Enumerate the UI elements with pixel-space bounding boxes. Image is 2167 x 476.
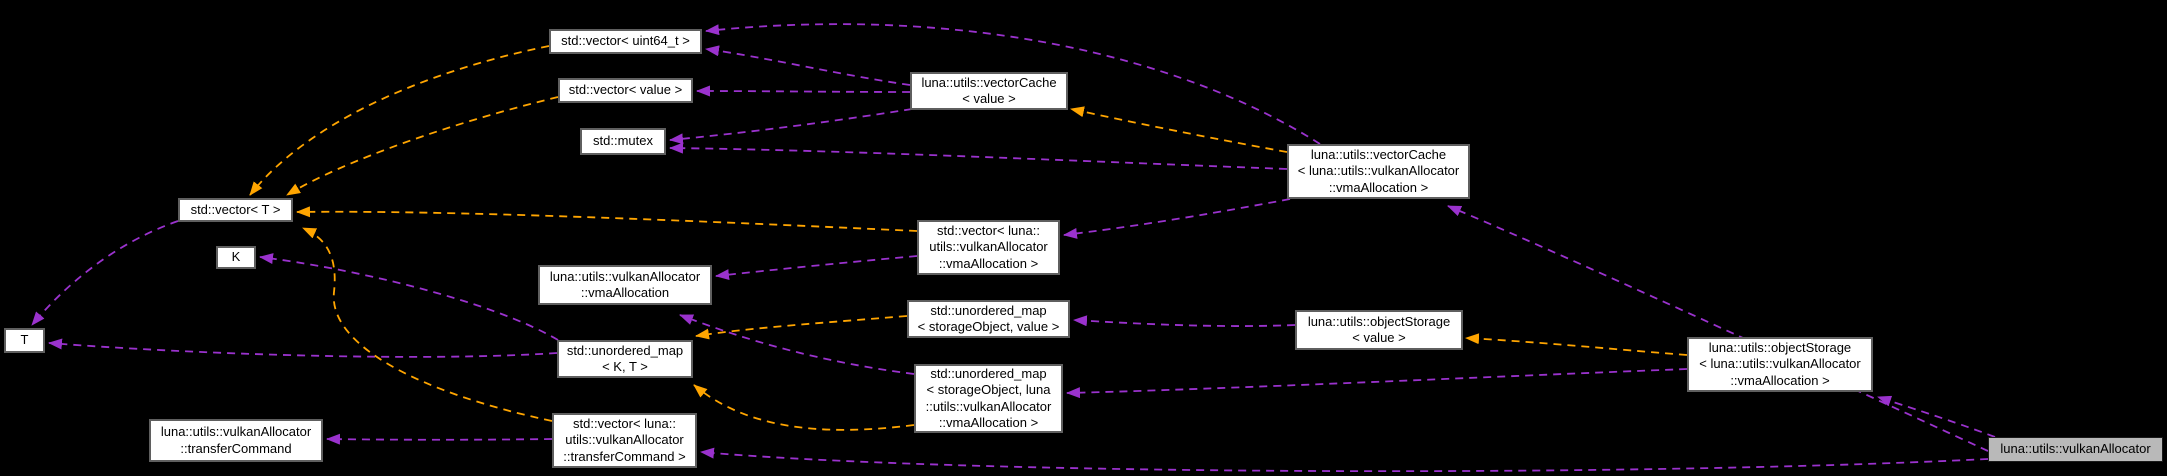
node-objectstorage-value[interactable]: luna::utils::objectStorage < value > <box>1295 310 1463 350</box>
node-label: T <box>20 332 29 348</box>
node-vectorcache-value[interactable]: luna::utils::vectorCache < value > <box>910 72 1068 110</box>
node-label: std::unordered_map < storageObject, luna… <box>925 365 1052 431</box>
node-transfercommand[interactable]: luna::utils::vulkanAllocator ::transferC… <box>149 419 323 462</box>
edge-vectorcache-vma-to-vector-vma <box>1063 198 1291 239</box>
node-std-unordered-map-storageobject-value[interactable]: std::unordered_map < storageObject, valu… <box>907 300 1070 338</box>
edge-objectstorage-value-to-map-storageobject-value <box>1073 315 1296 327</box>
edge-map-storageobject-value-to-map-kt <box>695 315 908 340</box>
node-std-vector-t[interactable]: std::vector< T > <box>178 198 293 222</box>
edge-objectstorage-vma-to-objectstorage-value <box>1465 333 1688 356</box>
node-objectstorage-vmaallocation[interactable]: luna::utils::objectStorage < luna::utils… <box>1687 337 1873 392</box>
node-label: luna::utils::vectorCache < value > <box>921 74 1057 107</box>
node-label: std::unordered_map < storageObject, valu… <box>917 302 1060 335</box>
edge-vectorcache-vma-to-mutex <box>669 142 1288 170</box>
node-std-vector-uint64-t[interactable]: std::vector< uint64_t > <box>549 29 702 54</box>
edge-vector-vma-to-vector-t <box>296 206 918 232</box>
edge-vectorcache-vma-to-vector-uint64 <box>705 23 1321 145</box>
node-label: luna::utils::objectStorage < luna::utils… <box>1699 339 1861 388</box>
node-label: std::vector< T > <box>190 201 281 217</box>
edge-vectorcache-value-to-vector-uint64 <box>705 45 911 86</box>
edge-map-kt-to-t <box>48 338 558 358</box>
edge-vulkanallocator-to-objectstorage-vma <box>1877 395 1996 438</box>
node-std-mutex[interactable]: std::mutex <box>580 128 666 155</box>
node-vmaallocation[interactable]: luna::utils::vulkanAllocator ::vmaAlloca… <box>538 265 712 305</box>
edge-vulkanallocator-to-vector-transfercommand <box>700 447 1989 473</box>
node-label: luna::utils::vulkanAllocator ::transferC… <box>160 424 312 456</box>
node-std-vector-vmaallocation[interactable]: std::vector< luna:: utils::vulkanAllocat… <box>917 220 1060 275</box>
node-k[interactable]: K <box>216 246 256 269</box>
edge-vectorcache-value-to-vector-value <box>696 85 911 97</box>
node-label: std::vector< value > <box>568 82 683 98</box>
node-label: luna::utils::vulkanAllocator ::vmaAlloca… <box>549 268 701 301</box>
node-label: std::mutex <box>593 133 653 149</box>
node-label: std::vector< luna:: utils::vulkanAllocat… <box>929 222 1048 271</box>
node-vectorcache-vmaallocation[interactable]: luna::utils::vectorCache < luna::utils::… <box>1287 144 1470 199</box>
node-vulkanallocator-current: luna::utils::vulkanAllocator <box>1988 437 2163 462</box>
edge-vector-transfercommand-to-vector-t <box>302 227 553 422</box>
node-label: luna::utils::vulkanAllocator <box>2000 441 2151 457</box>
edge-map-kt-to-k <box>259 253 559 341</box>
edge-vector-vma-to-vmaallocation <box>715 255 918 281</box>
edge-map-storageobject-vma-to-vmaallocation <box>679 314 915 375</box>
node-label: std::vector< luna:: utils::vulkanAllocat… <box>563 415 686 464</box>
edge-map-storageobject-vma-to-map-kt <box>693 384 915 431</box>
edge-vector-uint64-to-vector-t <box>249 45 550 196</box>
node-label: luna::utils::vectorCache < luna::utils::… <box>1297 146 1460 195</box>
node-label: std::unordered_map < K, T > <box>566 342 684 375</box>
node-label: luna::utils::objectStorage < value > <box>1307 313 1451 346</box>
edge-vectorcache-vma-to-vectorcache-value <box>1070 106 1288 153</box>
node-std-vector-value[interactable]: std::vector< value > <box>558 78 693 103</box>
edge-vector-value-to-vector-t <box>286 96 559 196</box>
node-label: std::vector< uint64_t > <box>561 33 690 49</box>
node-t[interactable]: T <box>4 328 45 353</box>
edge-vector-transfercommand-to-transfercommand <box>326 433 553 445</box>
edge-vulkanallocator-to-vectorcache-vma <box>1447 205 1989 452</box>
node-std-vector-transfercommand[interactable]: std::vector< luna:: utils::vulkanAllocat… <box>552 413 697 468</box>
edge-vector-t-to-t <box>31 220 179 326</box>
node-std-unordered-map-storageobject-vmaallocation[interactable]: std::unordered_map < storageObject, luna… <box>914 364 1063 433</box>
node-label: K <box>231 249 241 265</box>
edge-vectorcache-value-to-mutex <box>669 108 913 145</box>
edge-objectstorage-vma-to-map-storageobject-vma <box>1066 368 1688 399</box>
node-std-unordered-map-k-t[interactable]: std::unordered_map < K, T > <box>557 340 693 378</box>
